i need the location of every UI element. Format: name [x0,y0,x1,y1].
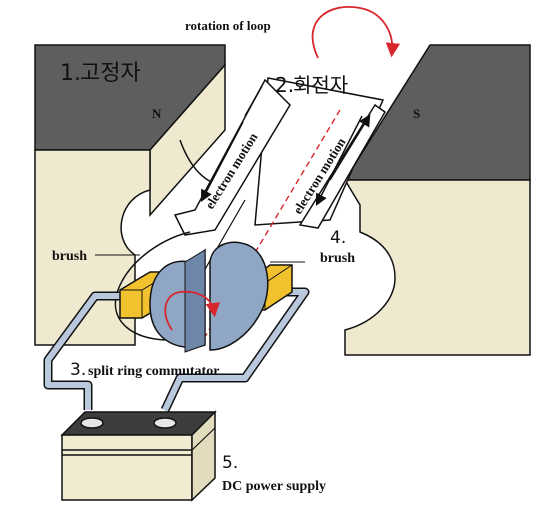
south-pole-label: S [413,106,420,121]
battery-terminal-right [153,417,177,429]
circuit-wires [43,287,310,412]
stator-number: 1. [60,61,81,86]
split-ring-commutator [149,241,269,353]
brush-left-label: brush [52,249,87,264]
rotation-axis-line [199,109,341,346]
battery-terminal-left [80,417,104,429]
battery [60,410,217,502]
power-supply-number: 5. [222,453,238,473]
rotor-number: 2. [275,73,294,97]
battery-front [61,434,193,501]
commutator-rotation-arrow [164,290,220,331]
north-pole-label: N [152,106,162,121]
current-arrow-top [244,85,263,117]
commutator-number: 3. [70,360,86,380]
commutator-half-right [209,241,269,351]
commutator-label: split ring commutator [88,364,219,379]
wire-right [162,289,308,412]
field-curve-left [114,231,191,341]
power-supply-label: DC power supply [222,479,326,494]
current-arrow-right-up [329,114,371,181]
stator-label: 고정자 [80,61,141,86]
left-magnet-side [149,63,226,217]
wire-left [45,293,125,410]
loop-rotation-arrow [311,6,401,59]
right-magnet-face [343,179,531,356]
right-magnet-south [343,44,531,356]
rotor-label: 회전자 [293,73,348,97]
current-arrow-left-down [200,121,244,202]
brush-right-number: 4. [330,228,346,248]
commutator-left-edge [184,249,206,353]
loop-top-panel [254,77,385,226]
current-arrow-right-down [315,115,363,207]
brush-right-label: brush [320,251,355,266]
rotor-loop [114,77,386,346]
rotation-of-loop-label: rotation of loop [185,18,271,33]
